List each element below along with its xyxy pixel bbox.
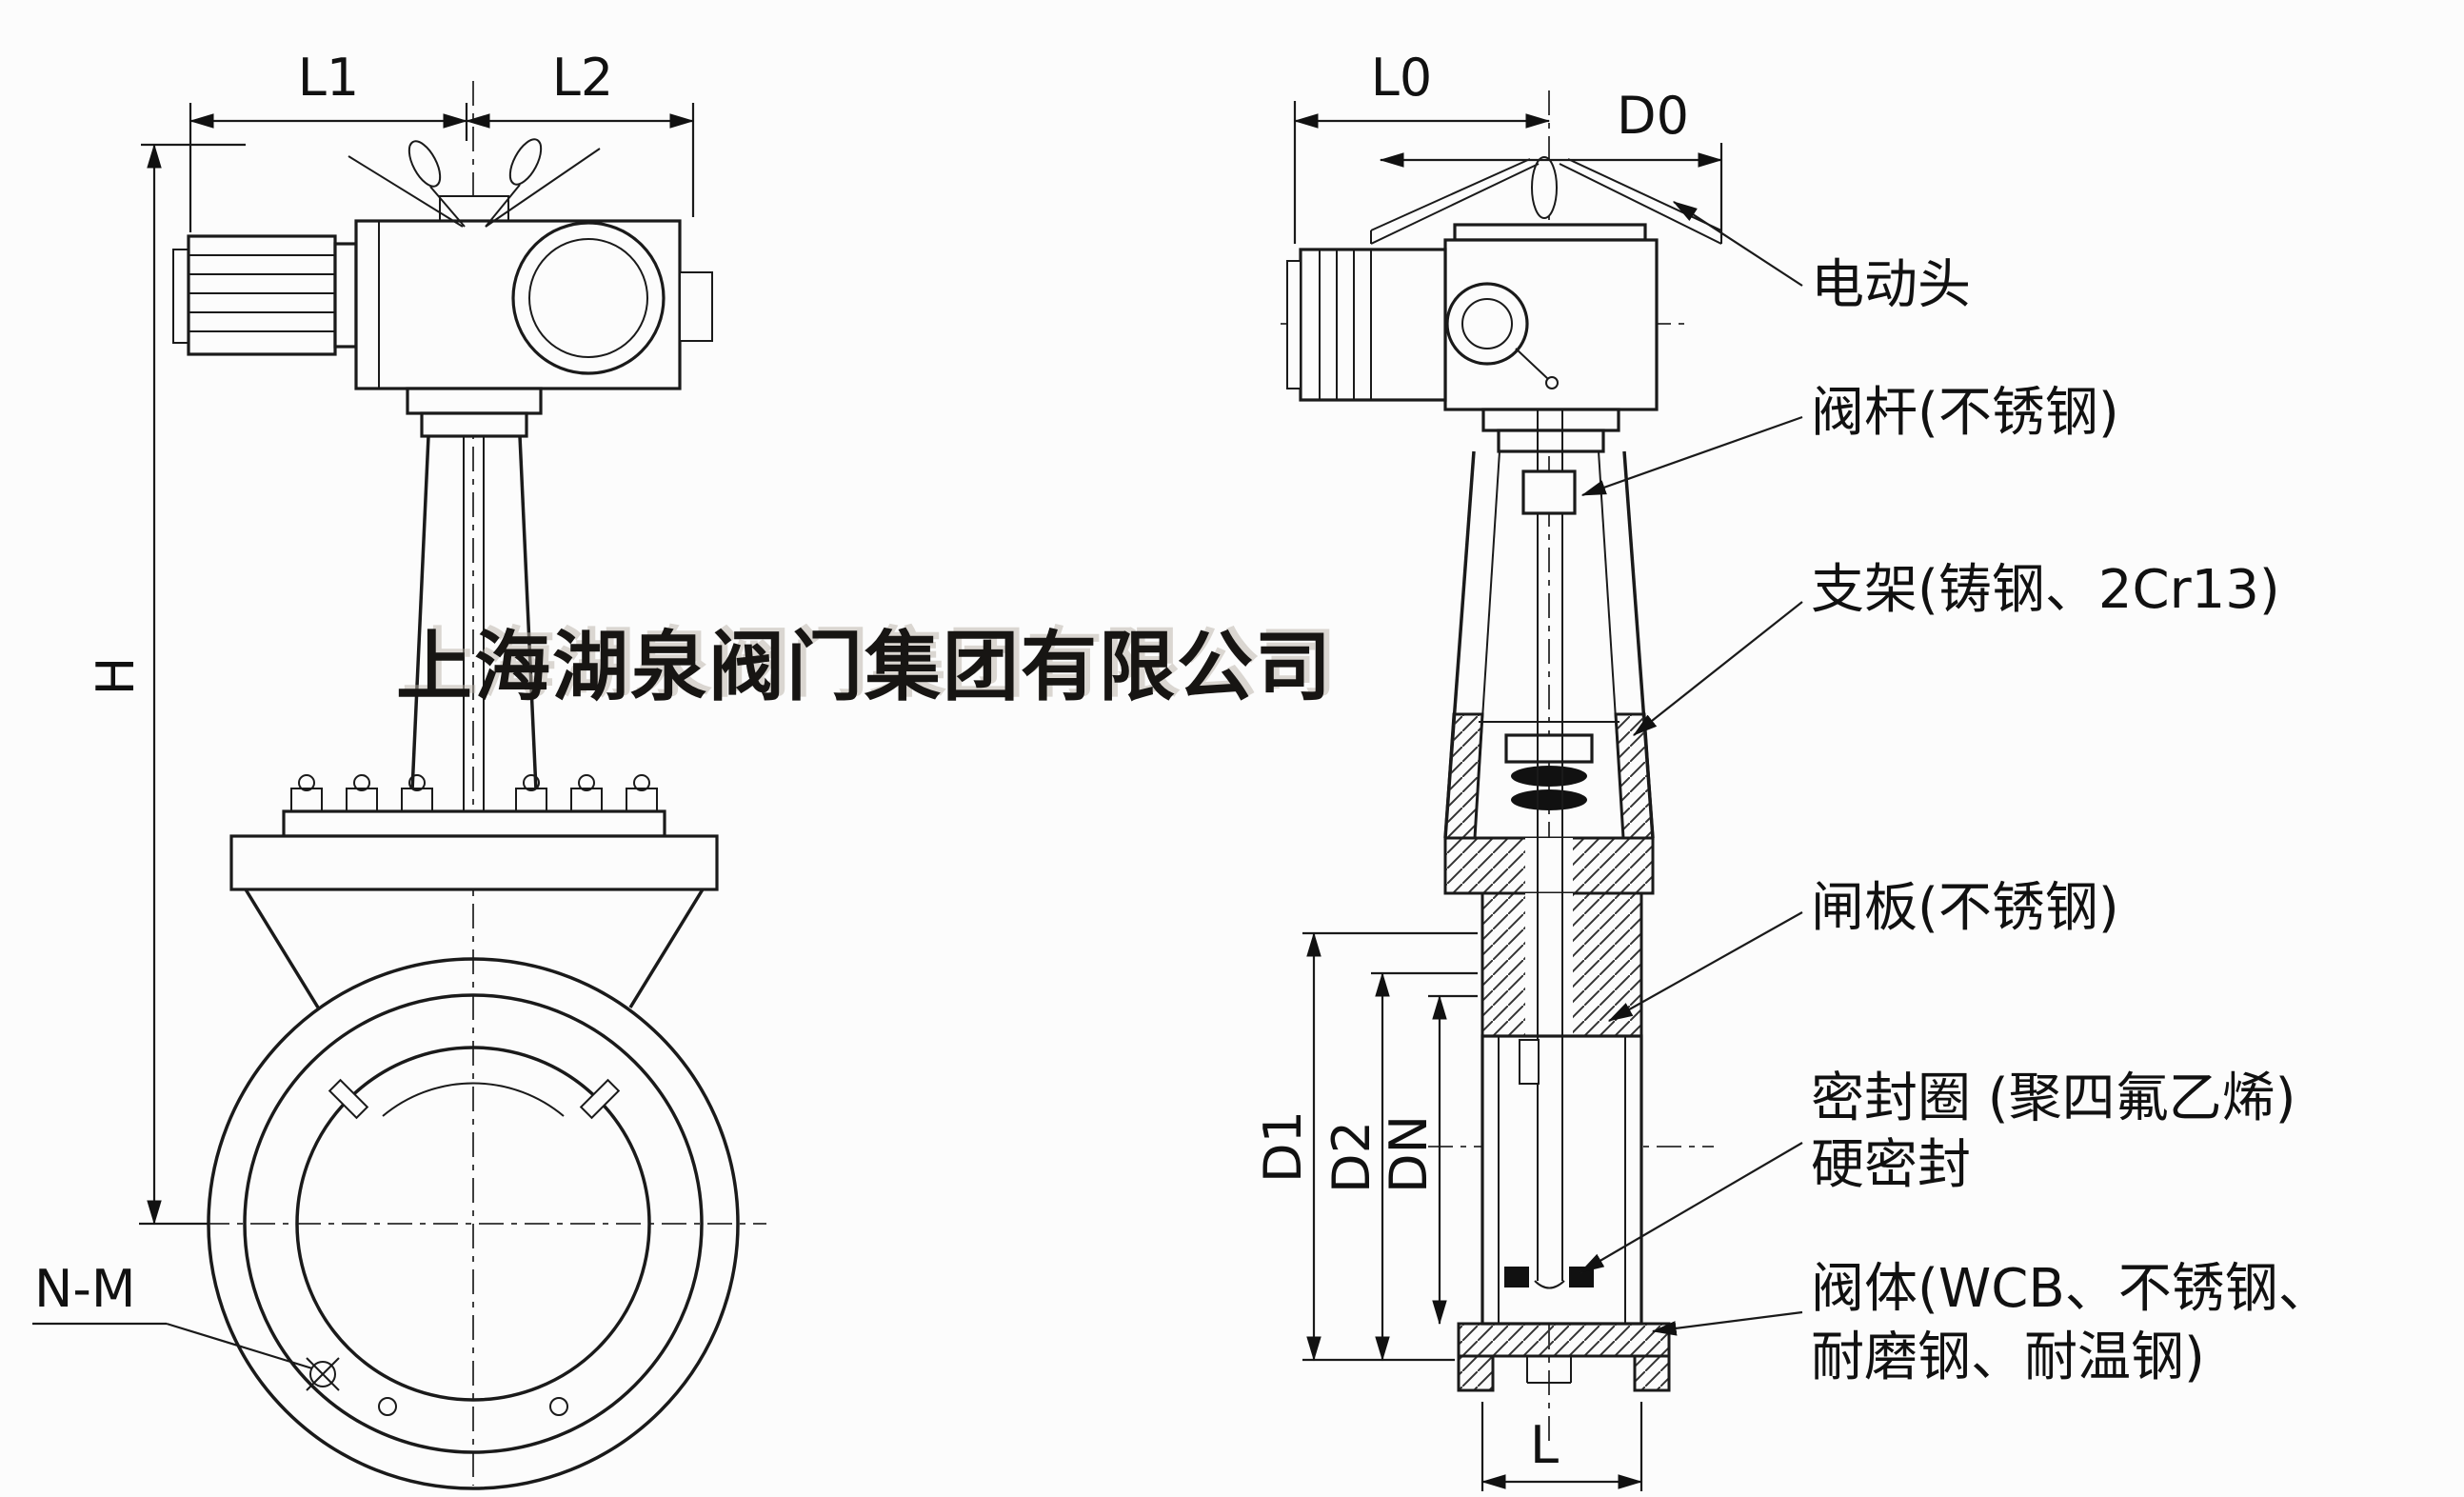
annotation-body-line2: 耐磨钢、耐温钢)	[1811, 1327, 2205, 1388]
front-bolt-hole-mark	[306, 1357, 340, 1391]
front-view: L1 L2 H N-M	[32, 48, 766, 1490]
side-actuator	[1286, 223, 1659, 411]
side-dim-d1-d2-dn: D1 D2 DN	[1253, 931, 1478, 1362]
side-dim-l0-d0: L0 D0	[1293, 48, 1723, 244]
dim-label-dn: DN	[1379, 1115, 1439, 1193]
dim-label-l2: L2	[552, 48, 613, 108]
side-adapter-lower	[1497, 429, 1605, 453]
front-yoke	[409, 435, 539, 812]
side-view: L0 D0 D1 D2 DN L	[1253, 48, 1723, 1491]
front-adapter-upper	[406, 387, 543, 415]
side-bottom-flange	[1457, 1322, 1671, 1392]
side-yoke	[1443, 450, 1655, 840]
side-seat-ring-left	[1504, 1267, 1529, 1287]
side-seat-ring-right	[1569, 1267, 1594, 1287]
annotation-seal-line2: 硬密封	[1811, 1134, 1971, 1196]
dim-label-d0: D0	[1617, 86, 1689, 146]
annotation-bracket: 支架(铸钢、2Cr13)	[1811, 559, 2280, 621]
front-flange-bolts	[290, 774, 658, 812]
annotation-stem: 阀杆(不锈钢)	[1811, 382, 2119, 444]
front-top-flange	[229, 834, 719, 891]
front-adapter-lower	[420, 411, 528, 438]
watermark: 上海湖泉阀门集团有限公司 上海湖泉阀门集团有限公司	[396, 619, 1339, 711]
front-callout-nm: N-M	[32, 1259, 313, 1370]
side-dim-l: L	[1480, 1402, 1643, 1491]
annotation-leaders	[1579, 201, 1803, 1336]
watermark-text: 上海湖泉阀门集团有限公司	[396, 623, 1333, 711]
dim-label-l: L	[1530, 1415, 1559, 1475]
side-adapter-upper	[1481, 408, 1620, 432]
side-gland-packing	[1504, 733, 1594, 810]
annotation-seal-line1: 密封圈 (聚四氟乙烯)	[1811, 1068, 2296, 1129]
dim-label-nm: N-M	[34, 1259, 135, 1319]
dim-label-l0: L0	[1371, 48, 1432, 108]
front-dim-l1-l2: L1 L2	[189, 48, 695, 232]
dim-label-d1: D1	[1253, 1110, 1313, 1183]
annotation-actuator-head: 电动头	[1811, 254, 1971, 316]
front-handwheel-spokes	[348, 138, 601, 228]
front-body-circles	[207, 957, 740, 1490]
annotation-labels: 电动头 阀杆(不锈钢) 支架(铸钢、2Cr13) 闸板(不锈钢) 密封圈 (聚四…	[1811, 254, 2332, 1388]
side-handwheel	[1370, 156, 1722, 245]
front-handwheel-rim	[511, 221, 666, 375]
dim-label-h: H	[86, 657, 146, 696]
annotation-gate: 闸板(不锈钢)	[1811, 877, 2119, 939]
watermark-ghost-text: 上海湖泉阀门集团有限公司	[402, 619, 1339, 708]
dim-label-d2: D2	[1321, 1121, 1381, 1193]
front-actuator-motor	[172, 234, 358, 356]
dim-label-l1: L1	[298, 48, 359, 108]
front-bonnet-plate	[282, 809, 666, 838]
annotation-body-line1: 阀体(WCB、不锈钢、	[1811, 1258, 2332, 1320]
front-actuator-body	[354, 195, 713, 390]
front-dim-h: H	[86, 143, 246, 1226]
